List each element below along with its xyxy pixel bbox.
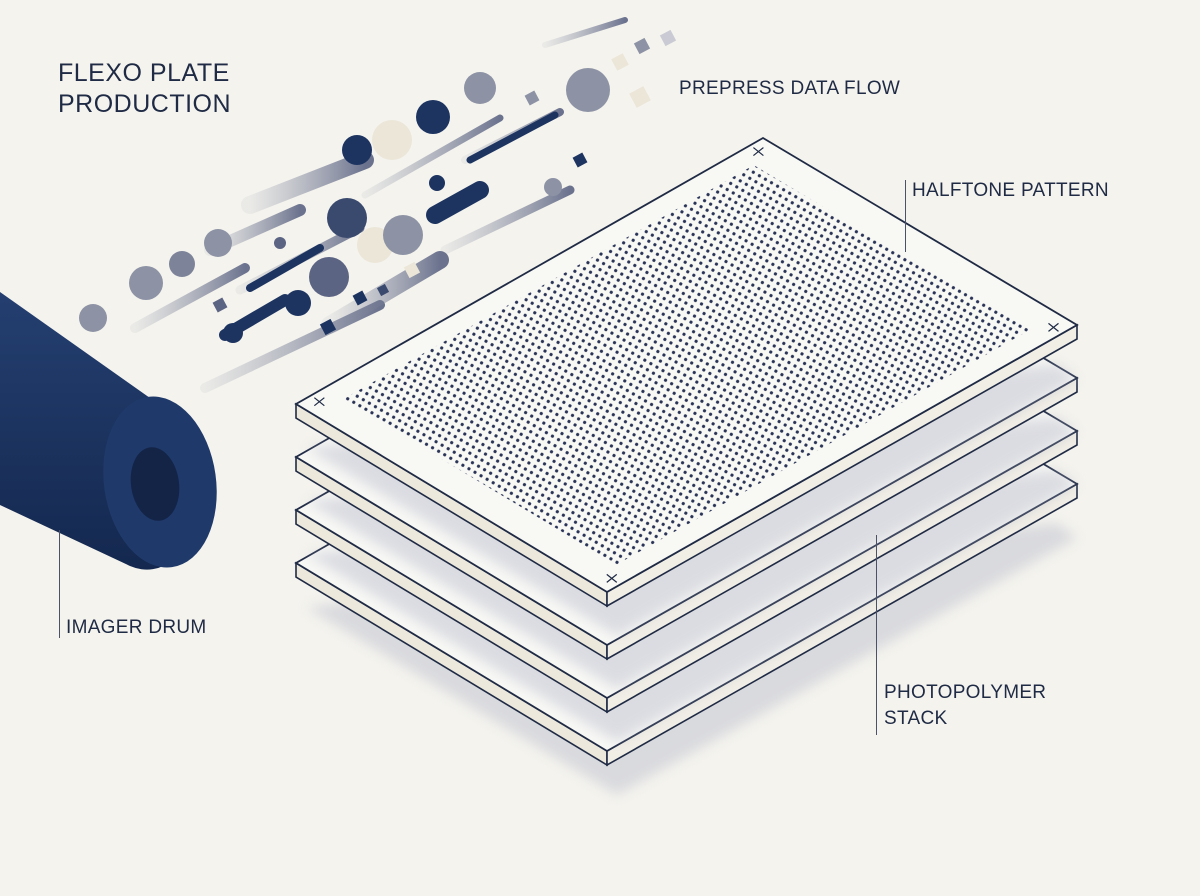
registration-mark-icon xyxy=(1048,322,1059,332)
data-dot xyxy=(464,72,496,104)
data-square xyxy=(403,261,421,279)
data-dot xyxy=(79,304,107,332)
data-dot xyxy=(342,135,372,165)
prepress-data-particles xyxy=(79,17,677,393)
data-square xyxy=(629,86,651,108)
data-dot xyxy=(129,266,163,300)
data-square xyxy=(319,318,337,336)
data-dot xyxy=(274,237,286,249)
data-dot xyxy=(544,178,562,196)
data-streak xyxy=(542,17,628,48)
label-halftone-pattern: HALFTONE PATTERN xyxy=(912,180,1109,201)
data-dot xyxy=(429,175,445,191)
registration-mark-icon xyxy=(313,397,325,407)
data-dot xyxy=(223,323,243,343)
page-title: FLEXO PLATE PRODUCTION xyxy=(58,58,231,120)
stack-label-line-1: PHOTOPOLYMER xyxy=(884,682,1047,703)
halftone-pattern xyxy=(342,165,1030,565)
stack-label-line-2: STACK xyxy=(884,708,948,729)
data-streak xyxy=(440,185,575,255)
data-square xyxy=(659,29,677,47)
halftone-leader-line xyxy=(905,180,906,252)
data-dot xyxy=(204,229,232,257)
data-square xyxy=(633,37,651,55)
label-photopolymer-stack: PHOTOPOLYMER STACK xyxy=(884,680,1046,732)
data-streak xyxy=(426,181,489,224)
data-dot xyxy=(566,68,610,112)
title-line-2: PRODUCTION xyxy=(58,90,232,118)
label-prepress-data-flow: PREPRESS DATA FLOW xyxy=(679,78,901,99)
data-square xyxy=(524,90,540,106)
data-dot xyxy=(416,100,450,134)
stack-leader-line xyxy=(876,535,877,735)
data-streak xyxy=(466,111,559,164)
registration-mark-icon xyxy=(753,147,764,157)
data-streak xyxy=(130,263,250,333)
data-streak xyxy=(246,244,324,292)
data-square xyxy=(572,152,588,168)
data-streak xyxy=(241,151,374,214)
data-dot xyxy=(169,251,195,277)
data-dot xyxy=(383,215,423,255)
data-square xyxy=(611,53,629,71)
label-imager-drum: IMAGER DRUM xyxy=(66,617,207,638)
data-dot xyxy=(372,120,412,160)
data-square xyxy=(376,283,390,297)
data-dot xyxy=(327,198,367,238)
photopolymer-stack xyxy=(294,136,1079,795)
plate-1 xyxy=(294,136,1079,636)
drum-leader-line xyxy=(59,530,60,638)
title-line-1: FLEXO PLATE xyxy=(58,59,230,87)
data-streak xyxy=(361,114,504,199)
registration-mark-icon xyxy=(606,573,618,583)
data-dot xyxy=(309,257,349,297)
data-square xyxy=(352,290,368,306)
data-square xyxy=(212,297,228,313)
imager-drum xyxy=(0,292,217,570)
data-dot xyxy=(285,290,311,316)
